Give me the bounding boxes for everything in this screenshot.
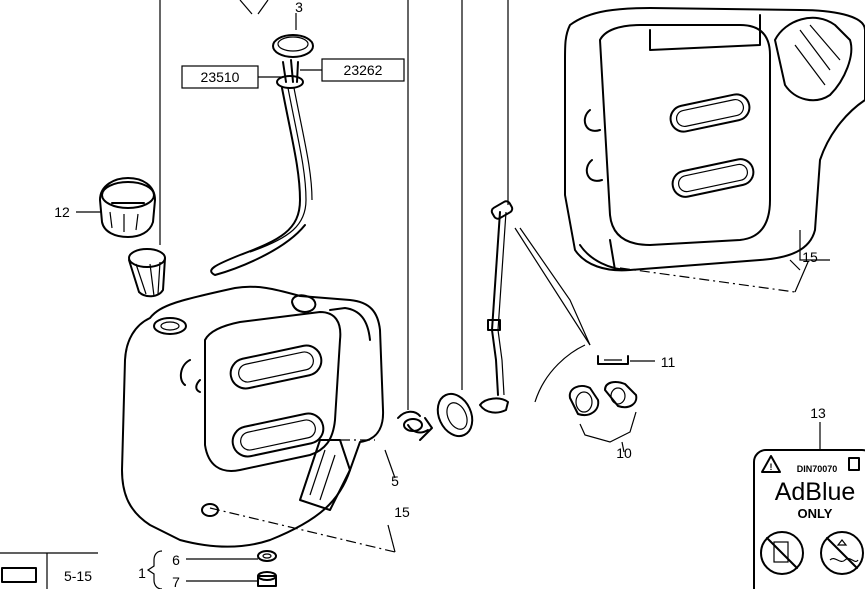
- tank-seal-ring: [436, 392, 474, 438]
- callout-5: 5: [391, 473, 399, 489]
- mounted-tank: [564, 7, 865, 272]
- reference-frame-icon: [1, 567, 37, 583]
- label-leaders: [76, 13, 821, 589]
- callout-11: 11: [661, 354, 676, 370]
- callout-7: 7: [172, 574, 180, 589]
- callout-6: 6: [172, 552, 180, 568]
- callout-15-right: 15: [802, 249, 818, 265]
- callout-1: 1: [138, 565, 146, 581]
- connector-parts-10: [568, 381, 638, 453]
- breather-line: [479, 200, 514, 414]
- warning-triangle-icon: [761, 455, 781, 473]
- section-lines: [209, 259, 809, 553]
- callout-23510: 23510: [201, 69, 240, 85]
- callout-10: 10: [616, 445, 632, 461]
- pump-icon: [848, 457, 860, 471]
- decal-standard: DIN70070: [797, 464, 838, 474]
- decal-brand: AdBlue: [775, 478, 856, 506]
- callout-12: 12: [54, 204, 70, 220]
- adblue-decal: ! DIN70070 AdBlue ONLY: [753, 449, 865, 589]
- callout-15-bottom: 15: [394, 504, 410, 520]
- top-leader-lines: [159, 0, 509, 410]
- level-sensor-assembly: [210, 59, 313, 276]
- detail-callout: [514, 227, 591, 403]
- clip-part-11: [597, 355, 655, 365]
- ring-seal-part-3: [272, 34, 314, 58]
- page-ref-label: 5-15: [64, 568, 92, 584]
- decal-note: ONLY: [798, 506, 833, 521]
- filler-cap: [99, 177, 156, 238]
- callout-13: 13: [810, 405, 826, 421]
- page-reference: 5-15: [0, 552, 98, 589]
- no-water-icon: [820, 531, 864, 575]
- hose-clamp-part-5: [397, 410, 433, 441]
- callout-23262: 23262: [344, 62, 383, 78]
- adblue-tank: [121, 285, 385, 548]
- svg-text:!: !: [770, 462, 773, 472]
- drain-plug-parts: [257, 550, 277, 587]
- callout-3: 3: [295, 0, 303, 15]
- no-fuel-icon: [760, 531, 804, 575]
- callout-box-23262: 23262: [321, 58, 405, 82]
- filler-strainer: [128, 248, 166, 298]
- callout-box-23510: 23510: [181, 65, 259, 89]
